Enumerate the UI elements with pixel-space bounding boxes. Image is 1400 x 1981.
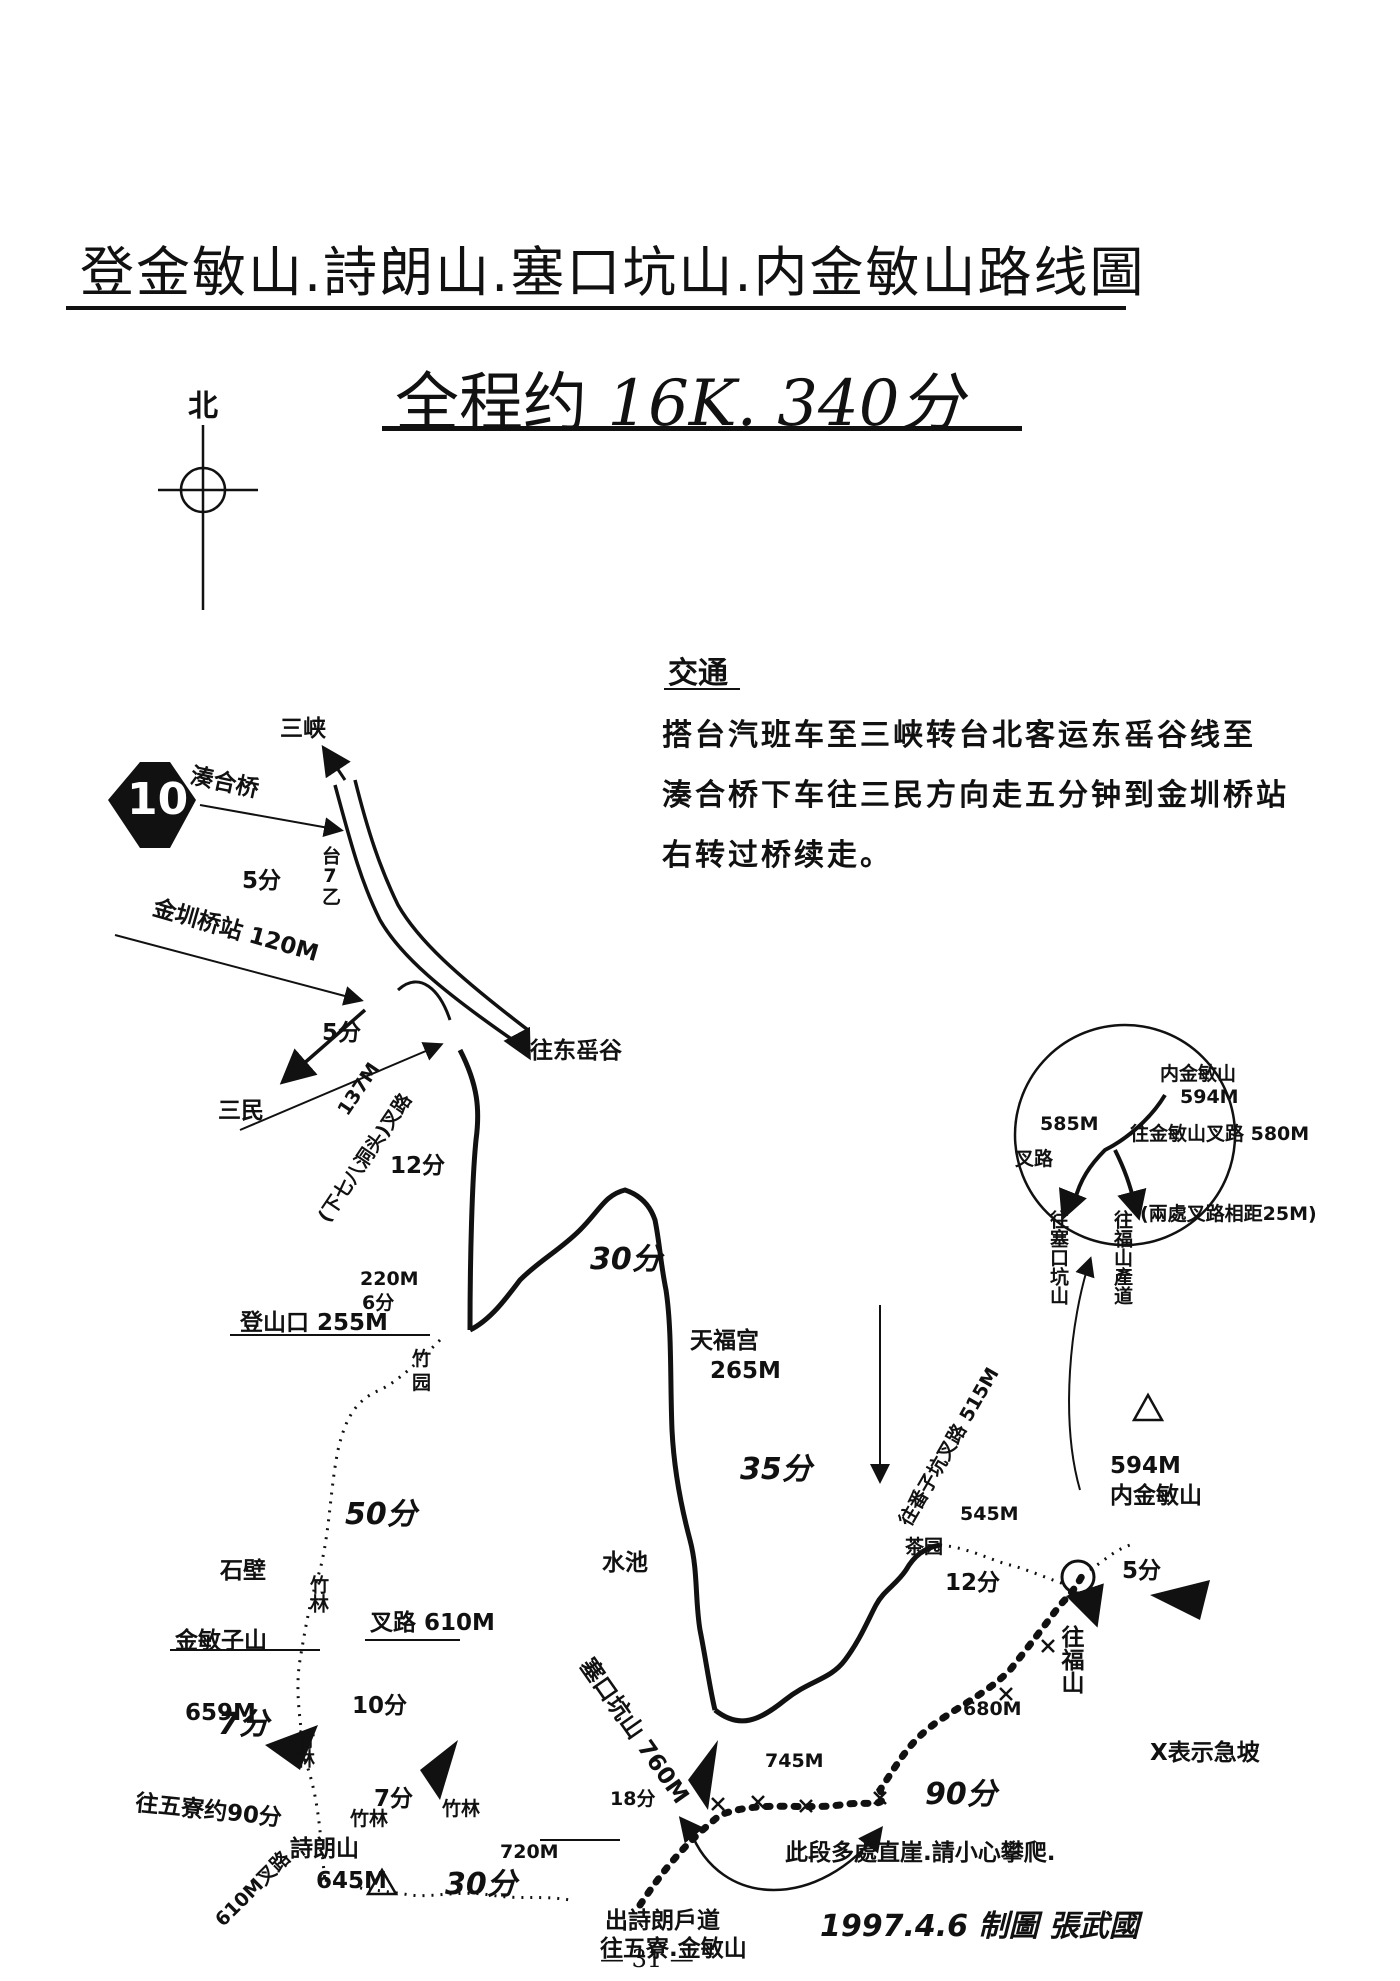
label-time-35: 35分 [740, 1452, 812, 1487]
label-time-5c: 5分 [1122, 1558, 1162, 1584]
label-time-7b: 7分 [374, 1786, 414, 1812]
steep-slope-icon [711, 1639, 1055, 1813]
inset-pointer [1068, 1256, 1095, 1491]
label-trailhead: 登山口 255M [240, 1310, 388, 1336]
transport-heading: 交通 [668, 656, 728, 691]
north-arrow-icon [158, 425, 258, 610]
label-sanxia: 三峡 [280, 716, 326, 742]
label-bamboo-c: 竹林 [293, 1730, 315, 1768]
label-nei-name: 内金敏山 [1110, 1483, 1202, 1509]
inset-circle [1013, 1023, 1237, 1247]
arrow-to-fushan [1065, 1583, 1104, 1628]
label-stone-wall: 石壁 [220, 1558, 266, 1584]
transport-line-2: 湊合桥下车往三民方向走五分钟到金圳桥站 [662, 778, 1289, 813]
bridge-link [396, 980, 452, 1021]
legend-steep-slope: X表示急坡 [1150, 1740, 1260, 1766]
label-to-dongyanggu: 往东䍃谷 [530, 1038, 622, 1064]
loop-arrow-head [678, 1816, 705, 1844]
label-time-10: 10分 [352, 1693, 408, 1719]
inset-arrow-left [1058, 1187, 1087, 1221]
inset-label-fork: 叉路 [1015, 1148, 1054, 1170]
page-title: 登金敏山.詩朗山.塞口坑山.内金敏山路线圖 [80, 241, 1146, 304]
label-exit-note-2: 往五寮.金敏山 [600, 1936, 747, 1962]
transport-line-1: 搭台汽班车至三峡转台北客运东䍃谷线至 [662, 718, 1256, 753]
label-alt-220: 220M [360, 1268, 419, 1290]
label-time-6: 6分 [362, 1292, 395, 1314]
label-bamboo-a2: 园 [412, 1372, 432, 1394]
inset-label-585: 585M [1040, 1113, 1099, 1135]
road-to-sanmin [279, 1008, 367, 1085]
label-time-7a: 7分 [218, 1707, 269, 1742]
label-bamboo-b: 竹林 [307, 1575, 329, 1613]
label-nei-alt: 594M [1110, 1453, 1181, 1479]
route-number-badge-icon [108, 762, 196, 848]
label-time-5b: 5分 [322, 1020, 362, 1046]
route-number-badge: 10 [127, 774, 189, 825]
title-underline [66, 306, 1126, 310]
inset-label-nei: 内金敏山 [1160, 1063, 1237, 1085]
compass-north-label: 北 [188, 389, 218, 424]
inset-arrow-right [1117, 1187, 1147, 1221]
label-alt-680: 680M [963, 1698, 1022, 1720]
summary-underline [382, 426, 1022, 431]
label-route-tag: 台7乙 [319, 846, 341, 906]
label-alt-265: 265M [710, 1358, 781, 1384]
inset-label-to-saikou: 往塞口坑山 [1047, 1210, 1069, 1305]
arrow-to-dongyanggu [503, 1026, 531, 1061]
label-time-90: 90分 [925, 1777, 997, 1812]
inset-routes [1073, 1093, 1167, 1206]
arrow-to-sanxia [321, 745, 351, 781]
label-shilang-alt: 645M [316, 1868, 387, 1894]
label-time-5a: 5分 [242, 868, 282, 894]
label-sanmin: 三民 [218, 1098, 264, 1124]
label-time-12b: 12分 [945, 1570, 1001, 1596]
page-number: — 31 — [600, 1945, 694, 1973]
label-to-fushan: 往福山 [1057, 1625, 1083, 1694]
label-shilang-name: 詩朗山 [290, 1836, 359, 1862]
label-alt-545: 545M [960, 1503, 1019, 1525]
label-jinminzi-name: 金敏子山 [175, 1628, 267, 1654]
summit-flag-icon [265, 1580, 1210, 1810]
transport-underline [664, 688, 740, 690]
route-solid [457, 1048, 941, 1724]
label-tianfu: 天福宫 [690, 1328, 759, 1354]
route-heavy-dots [636, 1566, 1089, 1909]
label-bamboo-d: 竹林 [350, 1808, 389, 1830]
label-alt-745: 745M [765, 1750, 824, 1772]
label-tea-garden: 茶园 [905, 1536, 944, 1558]
label-time-30b: 30分 [445, 1867, 517, 1902]
triangulation-icon [365, 1392, 1165, 1896]
inset-label-594: 594M [1180, 1086, 1239, 1108]
footer-date-author: 1997.4.6 制圖 張武國 [820, 1909, 1139, 1944]
leader-lines [114, 804, 890, 1841]
label-jinminzi-alt: 659M [185, 1700, 256, 1726]
label-cliff-note: 此段多處直崖.請小心攀爬. [785, 1840, 1056, 1866]
label-time-18: 18分 [610, 1788, 656, 1810]
inset-label-to-fushan: 往福山產道 [1111, 1210, 1133, 1305]
label-water-pit: 水池 [602, 1550, 648, 1576]
label-time-50: 50分 [345, 1497, 417, 1532]
inset-label-580: 往金敏山叉路 580M [1130, 1123, 1310, 1145]
inset-label-distance: (兩處叉路相距25M) [1140, 1203, 1317, 1225]
label-time-12a: 12分 [390, 1153, 446, 1179]
transport-line-3: 右转过桥续走。 [662, 838, 893, 873]
label-time-30a: 30分 [590, 1242, 662, 1277]
label-bamboo-a: 竹 [412, 1348, 432, 1370]
label-alt-720: 720M [500, 1841, 559, 1863]
label-fork-610: 叉路 610M [370, 1610, 495, 1636]
provincial-road [333, 779, 530, 1047]
label-exit-note-1: 出詩朗戶道 [605, 1908, 720, 1934]
loop-arrow [688, 1826, 884, 1892]
label-bamboo-e: 竹林 [442, 1798, 481, 1820]
